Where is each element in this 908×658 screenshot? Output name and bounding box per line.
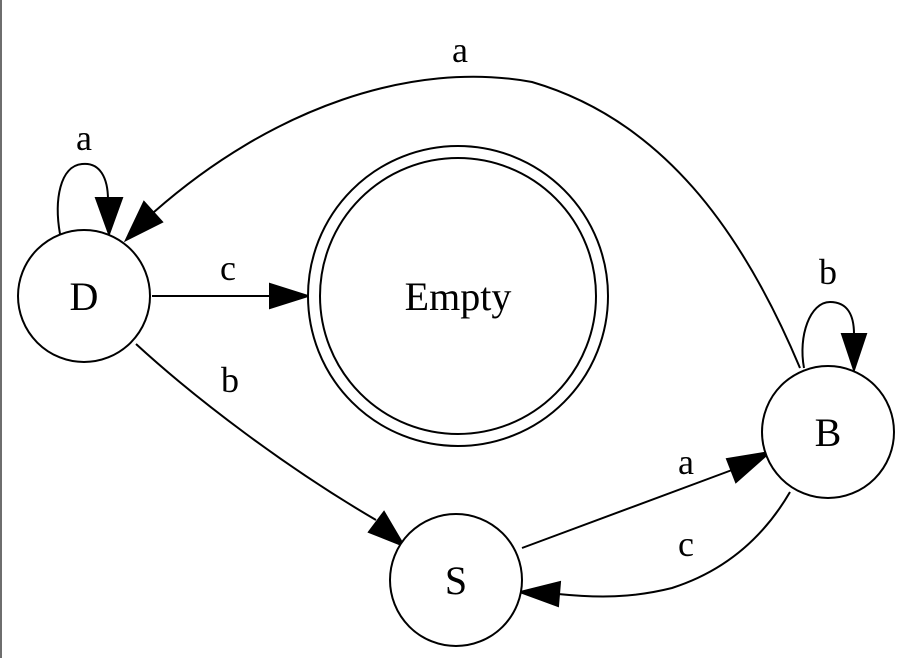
edge-s-to-b-arrowhead	[725, 450, 774, 484]
edge-b-to-s-path	[557, 491, 791, 598]
node-empty-inner-circle	[319, 157, 597, 435]
node-b-circle	[761, 365, 895, 499]
edge-d-to-s: b	[135, 343, 407, 549]
edge-s-to-b: a	[521, 442, 774, 549]
node-b-label: B	[815, 410, 842, 455]
node-empty-label: Empty	[405, 274, 512, 319]
edge-d-to-s-arrowhead	[367, 510, 407, 549]
edge-d-self-loop: a	[56, 118, 124, 237]
edge-d-to-empty-label: c	[220, 248, 236, 288]
edge-b-self-loop: b	[801, 252, 868, 374]
node-empty: Empty	[307, 145, 609, 447]
edge-b-to-d-path	[153, 75, 801, 369]
edge-b-to-s-arrowhead	[516, 580, 562, 608]
edge-b-self-path	[801, 300, 855, 369]
edge-d-to-s-path	[135, 343, 377, 521]
node-s-label: S	[445, 558, 467, 603]
edge-d-self-arrowhead	[94, 197, 124, 237]
edge-d-to-empty: c	[152, 248, 312, 310]
edge-s-to-b-path	[521, 469, 733, 549]
edge-d-to-s-label: b	[221, 360, 239, 400]
node-s: S	[389, 513, 523, 647]
edge-b-self-arrowhead	[840, 333, 868, 374]
node-s-circle	[389, 513, 523, 647]
edge-b-to-d-arrowhead	[123, 200, 164, 243]
edge-b-to-d: a	[123, 30, 801, 369]
edge-d-self-label: a	[76, 118, 92, 158]
node-b: B	[761, 365, 895, 499]
edge-b-to-d-label: a	[452, 30, 468, 70]
edge-d-self-path	[56, 162, 109, 235]
edge-b-to-s: c	[516, 491, 791, 608]
node-d-label: D	[70, 274, 99, 319]
edge-b-to-s-label: c	[678, 524, 694, 564]
edge-s-to-b-label: a	[678, 442, 694, 482]
edge-d-to-empty-arrowhead	[269, 282, 312, 310]
edge-b-self-label: b	[819, 252, 837, 292]
node-d: D	[17, 229, 151, 363]
node-d-circle	[17, 229, 151, 363]
